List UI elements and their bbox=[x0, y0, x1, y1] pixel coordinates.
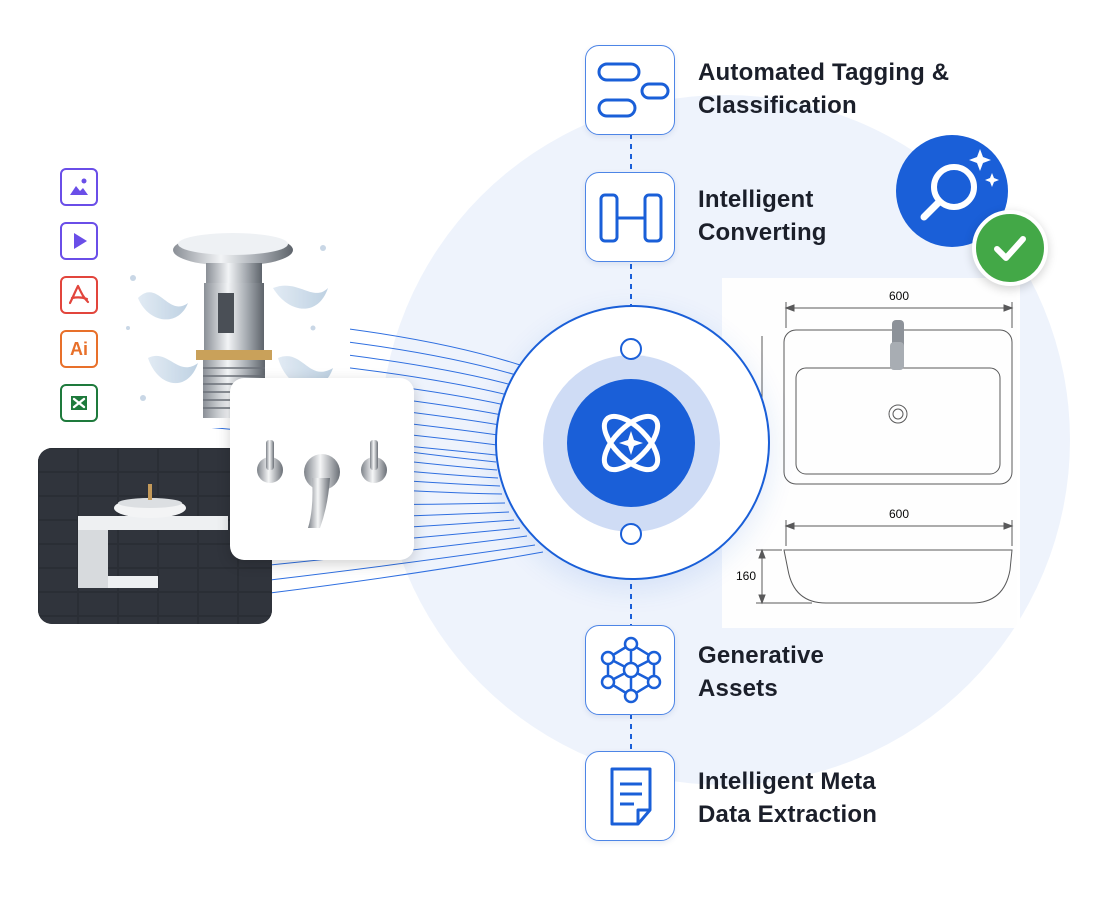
height-label: 160 bbox=[736, 569, 756, 583]
ai-file-icon[interactable]: Ai bbox=[60, 330, 98, 368]
tagging-feature-label: Automated Tagging & Classification bbox=[698, 59, 950, 119]
tagging-icon bbox=[597, 62, 670, 118]
ai-hub-button[interactable] bbox=[567, 379, 695, 507]
generative-assets-feature-label: Generative Assets bbox=[698, 642, 825, 702]
success-check-badge bbox=[972, 210, 1048, 286]
document-icon bbox=[610, 767, 652, 826]
metadata-extraction-feature-box[interactable] bbox=[585, 751, 675, 841]
checkmark-icon bbox=[994, 236, 1026, 261]
technical-drawing[interactable]: 600 600 160 bbox=[722, 278, 1020, 628]
top-width-label: 600 bbox=[889, 289, 909, 303]
connector-node-top bbox=[620, 338, 642, 360]
generative-assets-feature-box[interactable] bbox=[585, 625, 675, 715]
image-file-icon[interactable] bbox=[60, 168, 98, 206]
ai-atom-icon bbox=[601, 413, 661, 473]
connector-node-bottom bbox=[620, 523, 642, 545]
video-file-icon[interactable] bbox=[60, 222, 98, 260]
neural-network-icon bbox=[600, 636, 662, 704]
magnifier-sparkle-icon bbox=[920, 149, 999, 221]
converting-feature-box[interactable] bbox=[585, 172, 675, 262]
faucet-product-image[interactable] bbox=[230, 378, 414, 560]
bottom-width-label: 600 bbox=[889, 507, 909, 521]
converting-icon bbox=[599, 193, 663, 243]
excel-file-icon[interactable] bbox=[60, 384, 98, 422]
pdf-file-icon[interactable] bbox=[60, 276, 98, 314]
tagging-feature-box[interactable] bbox=[585, 45, 675, 135]
metadata-extraction-feature-label: Intelligent Meta Data Extraction bbox=[698, 768, 878, 828]
converting-feature-label: Intelligent Converting bbox=[698, 186, 827, 246]
